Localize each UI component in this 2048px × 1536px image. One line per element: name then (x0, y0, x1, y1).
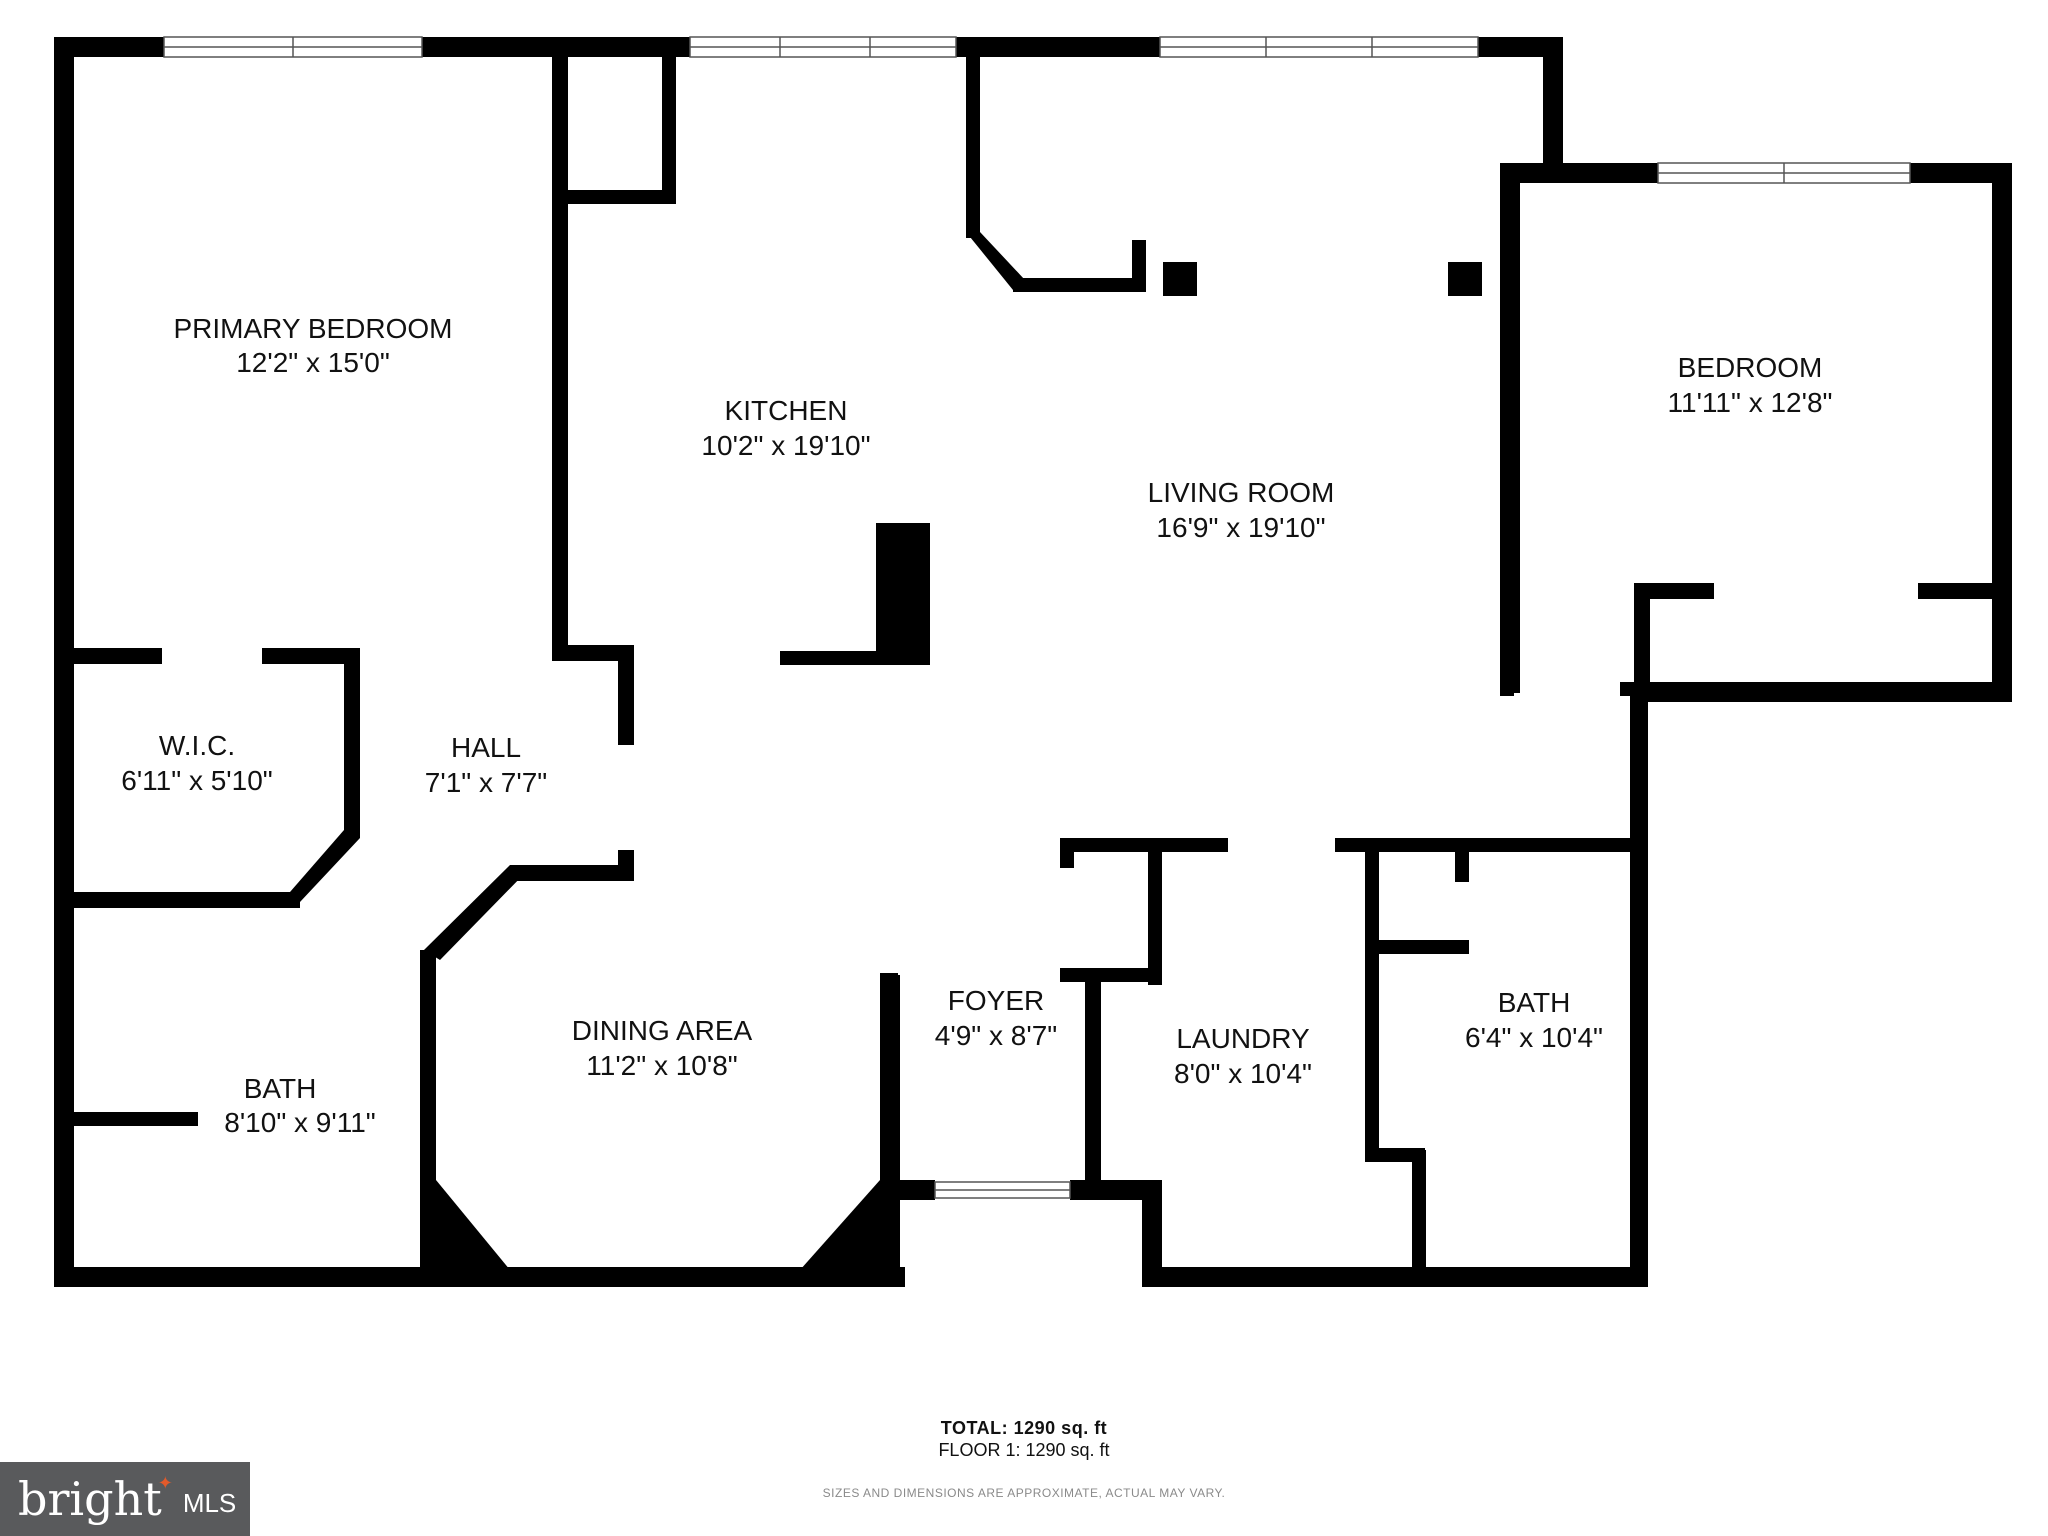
bright-mls-logo: bright ✦ MLS (0, 1462, 250, 1536)
total-value: 1290 sq. ft (1013, 1418, 1108, 1438)
dining-area-dims: 11'2" x 10'8" (586, 1050, 737, 1081)
hall-name: HALL (451, 732, 521, 763)
hall-dims: 7'1" x 7'7" (425, 767, 547, 798)
total-label: TOTAL: (940, 1418, 1009, 1438)
bath-left-name: BATH (244, 1073, 317, 1104)
bath-right-name: BATH (1498, 987, 1571, 1018)
total-area: TOTAL: 1290 sq. ft (0, 1418, 2048, 1439)
living-room-name: LIVING ROOM (1148, 477, 1335, 508)
windows (163, 36, 1911, 1199)
bedroom-name: BEDROOM (1678, 352, 1823, 383)
foyer-name: FOYER (948, 985, 1044, 1016)
bath-right-dims: 6'4" x 10'4" (1465, 1022, 1603, 1053)
wic-name: W.I.C. (159, 730, 235, 761)
interior-walls (54, 53, 1635, 1285)
laundry-dims: 8'0" x 10'4" (1174, 1058, 1312, 1089)
foyer-dims: 4'9" x 8'7" (935, 1020, 1057, 1051)
kitchen-dims: 10'2" x 19'10" (701, 430, 870, 461)
primary-bedroom-name: PRIMARY BEDROOM (173, 313, 452, 344)
living-room-dims: 16'9" x 19'10" (1156, 512, 1325, 543)
floor-value: 1290 sq. ft (1025, 1440, 1110, 1460)
kitchen-name: KITCHEN (725, 395, 848, 426)
bath-left-dims: 8'10" x 9'11" (224, 1107, 375, 1138)
spark-icon: ✦ (157, 1472, 173, 1493)
floor-label: FLOOR 1: (938, 1440, 1021, 1460)
floor-area: FLOOR 1: 1290 sq. ft (0, 1440, 2048, 1461)
laundry-name: LAUNDRY (1176, 1023, 1310, 1054)
primary-bedroom-dims: 12'2" x 15'0" (236, 347, 390, 378)
dining-area-name: DINING AREA (572, 1015, 753, 1046)
bedroom-dims: 11'11" x 12'8" (1668, 387, 1833, 418)
room-labels: PRIMARY BEDROOM 12'2" x 15'0" KITCHEN 10… (121, 313, 1832, 1138)
disclaimer: SIZES AND DIMENSIONS ARE APPROXIMATE, AC… (822, 1486, 1226, 1500)
logo-wordmark: bright (18, 1472, 162, 1526)
wic-dims: 6'11" x 5'10" (121, 765, 272, 796)
logo-suffix: MLS (182, 1487, 237, 1518)
